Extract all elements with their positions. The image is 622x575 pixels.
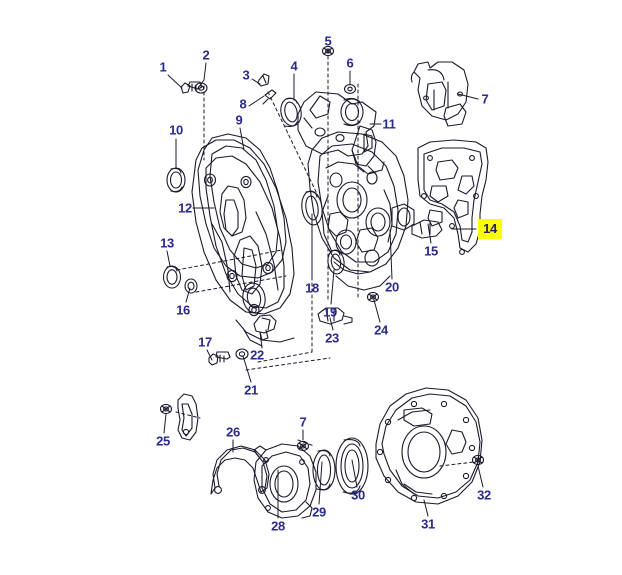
part-30-seal-ring bbox=[335, 437, 369, 495]
callout-label-7b: 7 bbox=[299, 414, 307, 430]
part-12-timing-cover bbox=[191, 139, 295, 347]
part-20-front-cover-casting bbox=[307, 131, 415, 291]
part-17-bolt bbox=[208, 351, 231, 366]
part-6-washer bbox=[343, 84, 357, 94]
part-14-gasket-plate bbox=[417, 139, 489, 255]
callout-label-23: 23 bbox=[325, 330, 339, 346]
callout-label-13: 13 bbox=[160, 235, 174, 251]
callout-label-8: 8 bbox=[239, 96, 247, 112]
part-31-bell-housing bbox=[375, 387, 483, 505]
callout-label-20: 20 bbox=[385, 279, 399, 295]
part-16-o-ring bbox=[184, 278, 198, 294]
callout-label-32: 32 bbox=[477, 487, 491, 503]
callout-label-3: 3 bbox=[242, 67, 250, 83]
part-2-washer bbox=[194, 82, 208, 94]
callout-label-6: 6 bbox=[346, 55, 354, 71]
callout-label-16: 16 bbox=[176, 302, 190, 318]
part-7-bolt-lower bbox=[296, 440, 310, 452]
callout-label-11: 11 bbox=[382, 116, 396, 132]
part-3-clip bbox=[257, 73, 270, 87]
callout-label-24: 24 bbox=[374, 322, 388, 338]
part-9-gasket bbox=[197, 133, 287, 279]
callout-label-18: 18 bbox=[305, 280, 319, 296]
callout-label-29: 29 bbox=[312, 504, 326, 520]
part-24-bolt bbox=[366, 291, 380, 303]
part-25-bolt bbox=[159, 403, 173, 415]
callout-label-5: 5 bbox=[324, 33, 332, 49]
callout-label-21: 21 bbox=[244, 382, 258, 398]
part-21-washer bbox=[235, 348, 249, 360]
part-23-sensor bbox=[317, 307, 353, 325]
callout-label-30: 30 bbox=[351, 487, 365, 503]
callout-label-19: 19 bbox=[323, 304, 337, 320]
part-13-seal bbox=[162, 265, 182, 289]
callout-label-7: 7 bbox=[481, 91, 489, 107]
callout-label-17: 17 bbox=[198, 334, 212, 350]
part-8-pin bbox=[262, 89, 277, 105]
callout-label-26: 26 bbox=[226, 424, 240, 440]
part-19-seal bbox=[327, 249, 345, 275]
callout-label-10: 10 bbox=[169, 122, 183, 138]
alignment-axes bbox=[175, 49, 475, 467]
part-25-bracket bbox=[177, 393, 199, 441]
part-11-housing bbox=[297, 91, 385, 175]
part-26-horseshoe-seal bbox=[210, 445, 270, 495]
part-7-bracket-upper bbox=[410, 61, 469, 127]
callout-label-22: 22 bbox=[250, 347, 264, 363]
callout-label-12: 12 bbox=[178, 200, 192, 216]
part-32-bolt bbox=[471, 454, 485, 466]
part-29-seal-ring bbox=[312, 449, 336, 491]
part-28-seal-housing bbox=[253, 443, 317, 519]
callout-label-28: 28 bbox=[271, 518, 285, 534]
part-10-seal bbox=[166, 167, 186, 193]
part-22-sensor bbox=[253, 314, 277, 341]
callout-label-14: 14 bbox=[478, 219, 502, 239]
callout-label-1: 1 bbox=[159, 59, 167, 75]
callout-label-25: 25 bbox=[156, 433, 170, 449]
callout-label-15: 15 bbox=[424, 243, 438, 259]
callout-label-4: 4 bbox=[290, 58, 298, 74]
part-15-bracket-piece bbox=[411, 219, 443, 239]
part-4-seal-ring bbox=[280, 97, 302, 128]
callout-label-9: 9 bbox=[235, 112, 243, 128]
part-5-bolt bbox=[321, 45, 335, 57]
callout-label-2: 2 bbox=[202, 47, 210, 63]
callout-label-31: 31 bbox=[421, 516, 435, 532]
